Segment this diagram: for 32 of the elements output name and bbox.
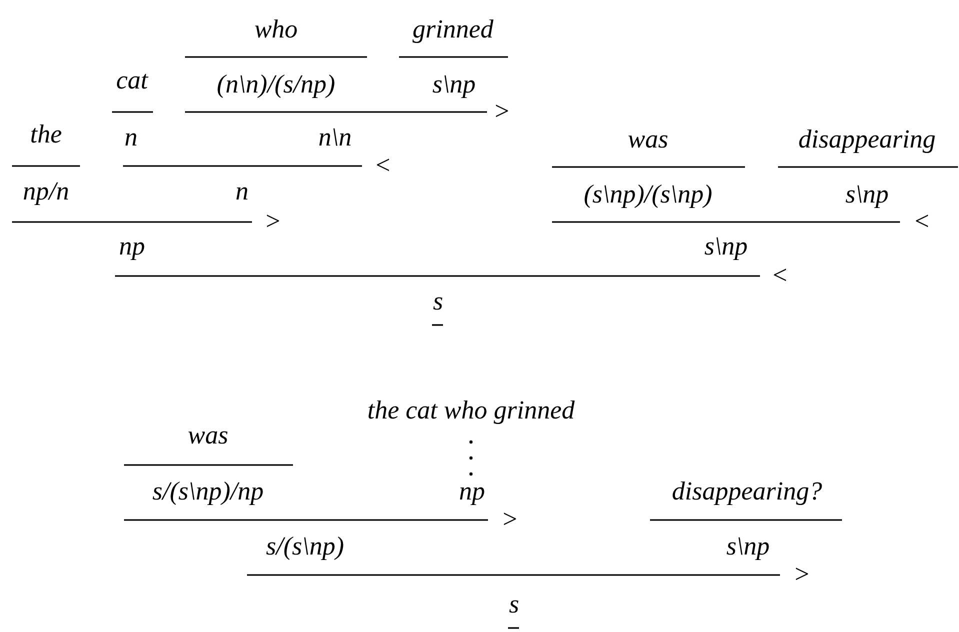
category-label: s/(s\np)/np <box>152 478 264 506</box>
category-label: (s\np)/(s\np) <box>584 180 712 210</box>
rule-symbol: > <box>794 560 810 590</box>
word-label: disappearing? <box>672 478 822 506</box>
rule-symbol: < <box>772 262 788 290</box>
rule-symbol: > <box>502 506 518 534</box>
word-label: who <box>254 16 298 44</box>
word-label: the cat who grinned <box>367 396 575 426</box>
word-label: grinned <box>412 16 494 44</box>
word-label: cat <box>116 66 148 96</box>
word-label: was <box>188 422 228 450</box>
category-label: s\np <box>845 180 889 210</box>
category-label: n <box>236 178 248 206</box>
category-label: n <box>124 124 138 152</box>
category-label: s/(s\np) <box>266 532 344 562</box>
word-label: disappearing <box>798 126 936 154</box>
rule-symbol: > <box>494 98 510 126</box>
category-label: np <box>119 232 145 262</box>
word-label: the <box>30 120 62 150</box>
category-label: s <box>432 288 444 316</box>
rule-symbol: < <box>914 208 930 236</box>
category-label: n\n <box>318 124 352 152</box>
rule-symbol: < <box>376 152 390 180</box>
word-label: was <box>628 126 668 154</box>
category-label: s\np <box>726 532 770 562</box>
category-label: np/n <box>22 178 70 206</box>
category-label: np <box>459 478 485 506</box>
category-label: s\np <box>704 232 748 262</box>
category-label: s\np <box>432 70 476 100</box>
rule-symbol: > <box>266 208 280 236</box>
category-label: (n\n)/(s/np) <box>216 70 336 100</box>
category-label: s <box>508 590 520 620</box>
